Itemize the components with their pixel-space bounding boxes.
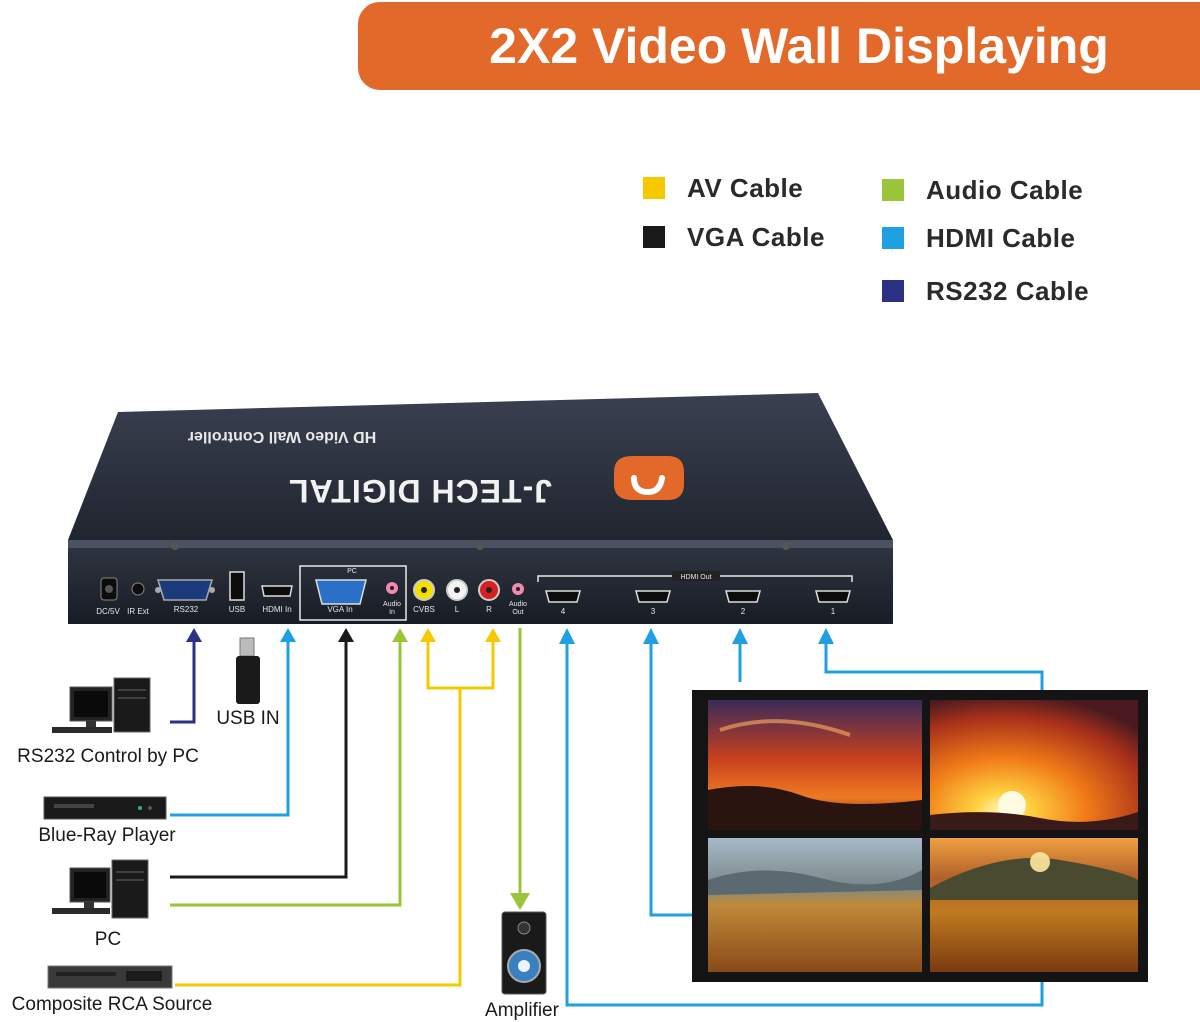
port-label-audio-in: In <box>389 609 395 616</box>
screen-top-left <box>708 700 922 830</box>
av-arrow-r <box>485 628 501 642</box>
port-label-l: L <box>455 605 460 614</box>
legend-swatch-hdmi <box>882 227 904 249</box>
audio-in-arrow <box>392 628 408 642</box>
page-title: 2X2 Video Wall Displaying <box>489 18 1109 74</box>
legend-swatch-audio <box>882 179 904 201</box>
av-cable <box>175 688 462 987</box>
hdmi-in-arrow <box>280 628 296 642</box>
pc-port-group <box>299 565 407 621</box>
port-label-usb: USB <box>229 605 245 614</box>
legend-label: HDMI Cable <box>926 222 1076 253</box>
hdmi-in-port <box>261 585 293 597</box>
device-top <box>68 393 893 540</box>
screen-bottom-left <box>708 838 922 972</box>
hdmi-out-2-port <box>725 590 761 603</box>
front-panel-ports: DC/5V IR Ext RS232 USB HDMI In PC VGA In… <box>96 565 853 621</box>
hdmi-out-1-arrow <box>818 628 834 644</box>
audio-out-arrow <box>510 893 530 910</box>
device-brand: J-TECH DIGITAL <box>288 473 552 509</box>
amplifier-icon <box>501 911 547 995</box>
port-label-out4: 4 <box>561 607 566 616</box>
screw <box>476 542 484 550</box>
hdmi-in-cable <box>170 640 290 817</box>
legend-item-rs232-cable: RS232 Cable <box>882 275 1090 306</box>
legend-label: VGA Cable <box>687 221 825 252</box>
port-label-cvbs: CVBS <box>413 605 435 614</box>
usb-stick-icon <box>236 637 260 704</box>
screen-top-right <box>930 700 1138 830</box>
hdmi-out-4-cable <box>565 642 1044 1007</box>
vga-in-port <box>315 579 367 605</box>
source-label-composite: Composite RCA Source <box>12 994 213 1015</box>
legend-swatch-vga <box>643 226 665 248</box>
hdmi-out-4-port <box>545 590 581 603</box>
brand-logo <box>614 456 684 500</box>
audio-in-cable <box>170 640 402 907</box>
hdmi-out-1-cable <box>824 642 1044 690</box>
port-label-vga-in: VGA In <box>327 605 352 614</box>
port-label-hdmi-in: HDMI In <box>262 605 291 614</box>
port-label-rs232: RS232 <box>174 605 199 614</box>
hdmi-out-4-arrow <box>559 628 575 644</box>
port-group-pc: PC <box>347 568 357 575</box>
hdmi-out-3-cable <box>649 642 692 917</box>
port-group-hdmi-out: HDMI Out <box>680 574 711 581</box>
vga-arrow <box>338 628 354 642</box>
hdmi-out-3-arrow <box>643 628 659 644</box>
pc-icon <box>52 859 149 919</box>
source-label-pc: PC <box>95 929 121 950</box>
source-label-amplifier: Amplifier <box>485 1000 560 1021</box>
legend-swatch-rs232 <box>882 280 904 302</box>
source-label-rs232-pc: RS232 Control by PC <box>17 746 199 767</box>
port-label-out1: 1 <box>831 607 836 616</box>
source-label-usb: USB IN <box>216 708 279 729</box>
port-label-out2: 2 <box>741 607 746 616</box>
legend-label: Audio Cable <box>926 174 1084 205</box>
composite-rca-source-icon <box>47 965 173 989</box>
vga-cable <box>170 640 348 879</box>
av-cable-split <box>426 640 495 690</box>
port-label-audio-in: Audio <box>383 601 401 608</box>
video-wall-controller: HD Video Wall Controller J-TECH DIGITAL <box>68 393 893 624</box>
port-label-dc: DC/5V <box>96 607 120 616</box>
rs232-cable <box>170 640 196 724</box>
screen-bottom-right <box>930 838 1138 972</box>
hdmi-out-1-port <box>815 590 851 603</box>
bluray-player-icon <box>43 796 167 820</box>
rs232-arrow <box>186 628 202 642</box>
source-label-bluray: Blue-Ray Player <box>38 825 176 846</box>
legend-item-hdmi-cable: HDMI Cable <box>882 222 1076 253</box>
legend-swatch-av <box>643 177 665 199</box>
port-label-ir: IR Ext <box>127 607 150 616</box>
usb-port <box>229 571 245 601</box>
legend-label: AV Cable <box>687 172 804 203</box>
hdmi-out-2-arrow <box>732 628 748 644</box>
device-name: HD Video Wall Controller <box>188 428 376 445</box>
rs232-pc-icon <box>52 677 151 733</box>
port-label-r: R <box>486 605 492 614</box>
legend-item-audio-cable: Audio Cable <box>882 174 1084 205</box>
port-label-audio-out: Out <box>512 609 523 616</box>
legend-item-av-cable: AV Cable <box>643 172 804 203</box>
title-banner: 2X2 Video Wall Displaying <box>358 2 1200 90</box>
hdmi-out-3-port <box>635 590 671 603</box>
screw <box>171 542 179 550</box>
screw <box>782 542 790 550</box>
legend-item-vga-cable: VGA Cable <box>643 221 825 252</box>
ir-port <box>131 582 145 596</box>
port-label-out3: 3 <box>651 607 656 616</box>
video-wall <box>692 690 1148 982</box>
port-label-audio-out: Audio <box>509 601 527 608</box>
rs232-port <box>156 579 214 601</box>
av-arrow-cvbs <box>420 628 436 642</box>
hdmi-out-label-bg <box>672 571 720 581</box>
legend-label: RS232 Cable <box>926 275 1090 306</box>
